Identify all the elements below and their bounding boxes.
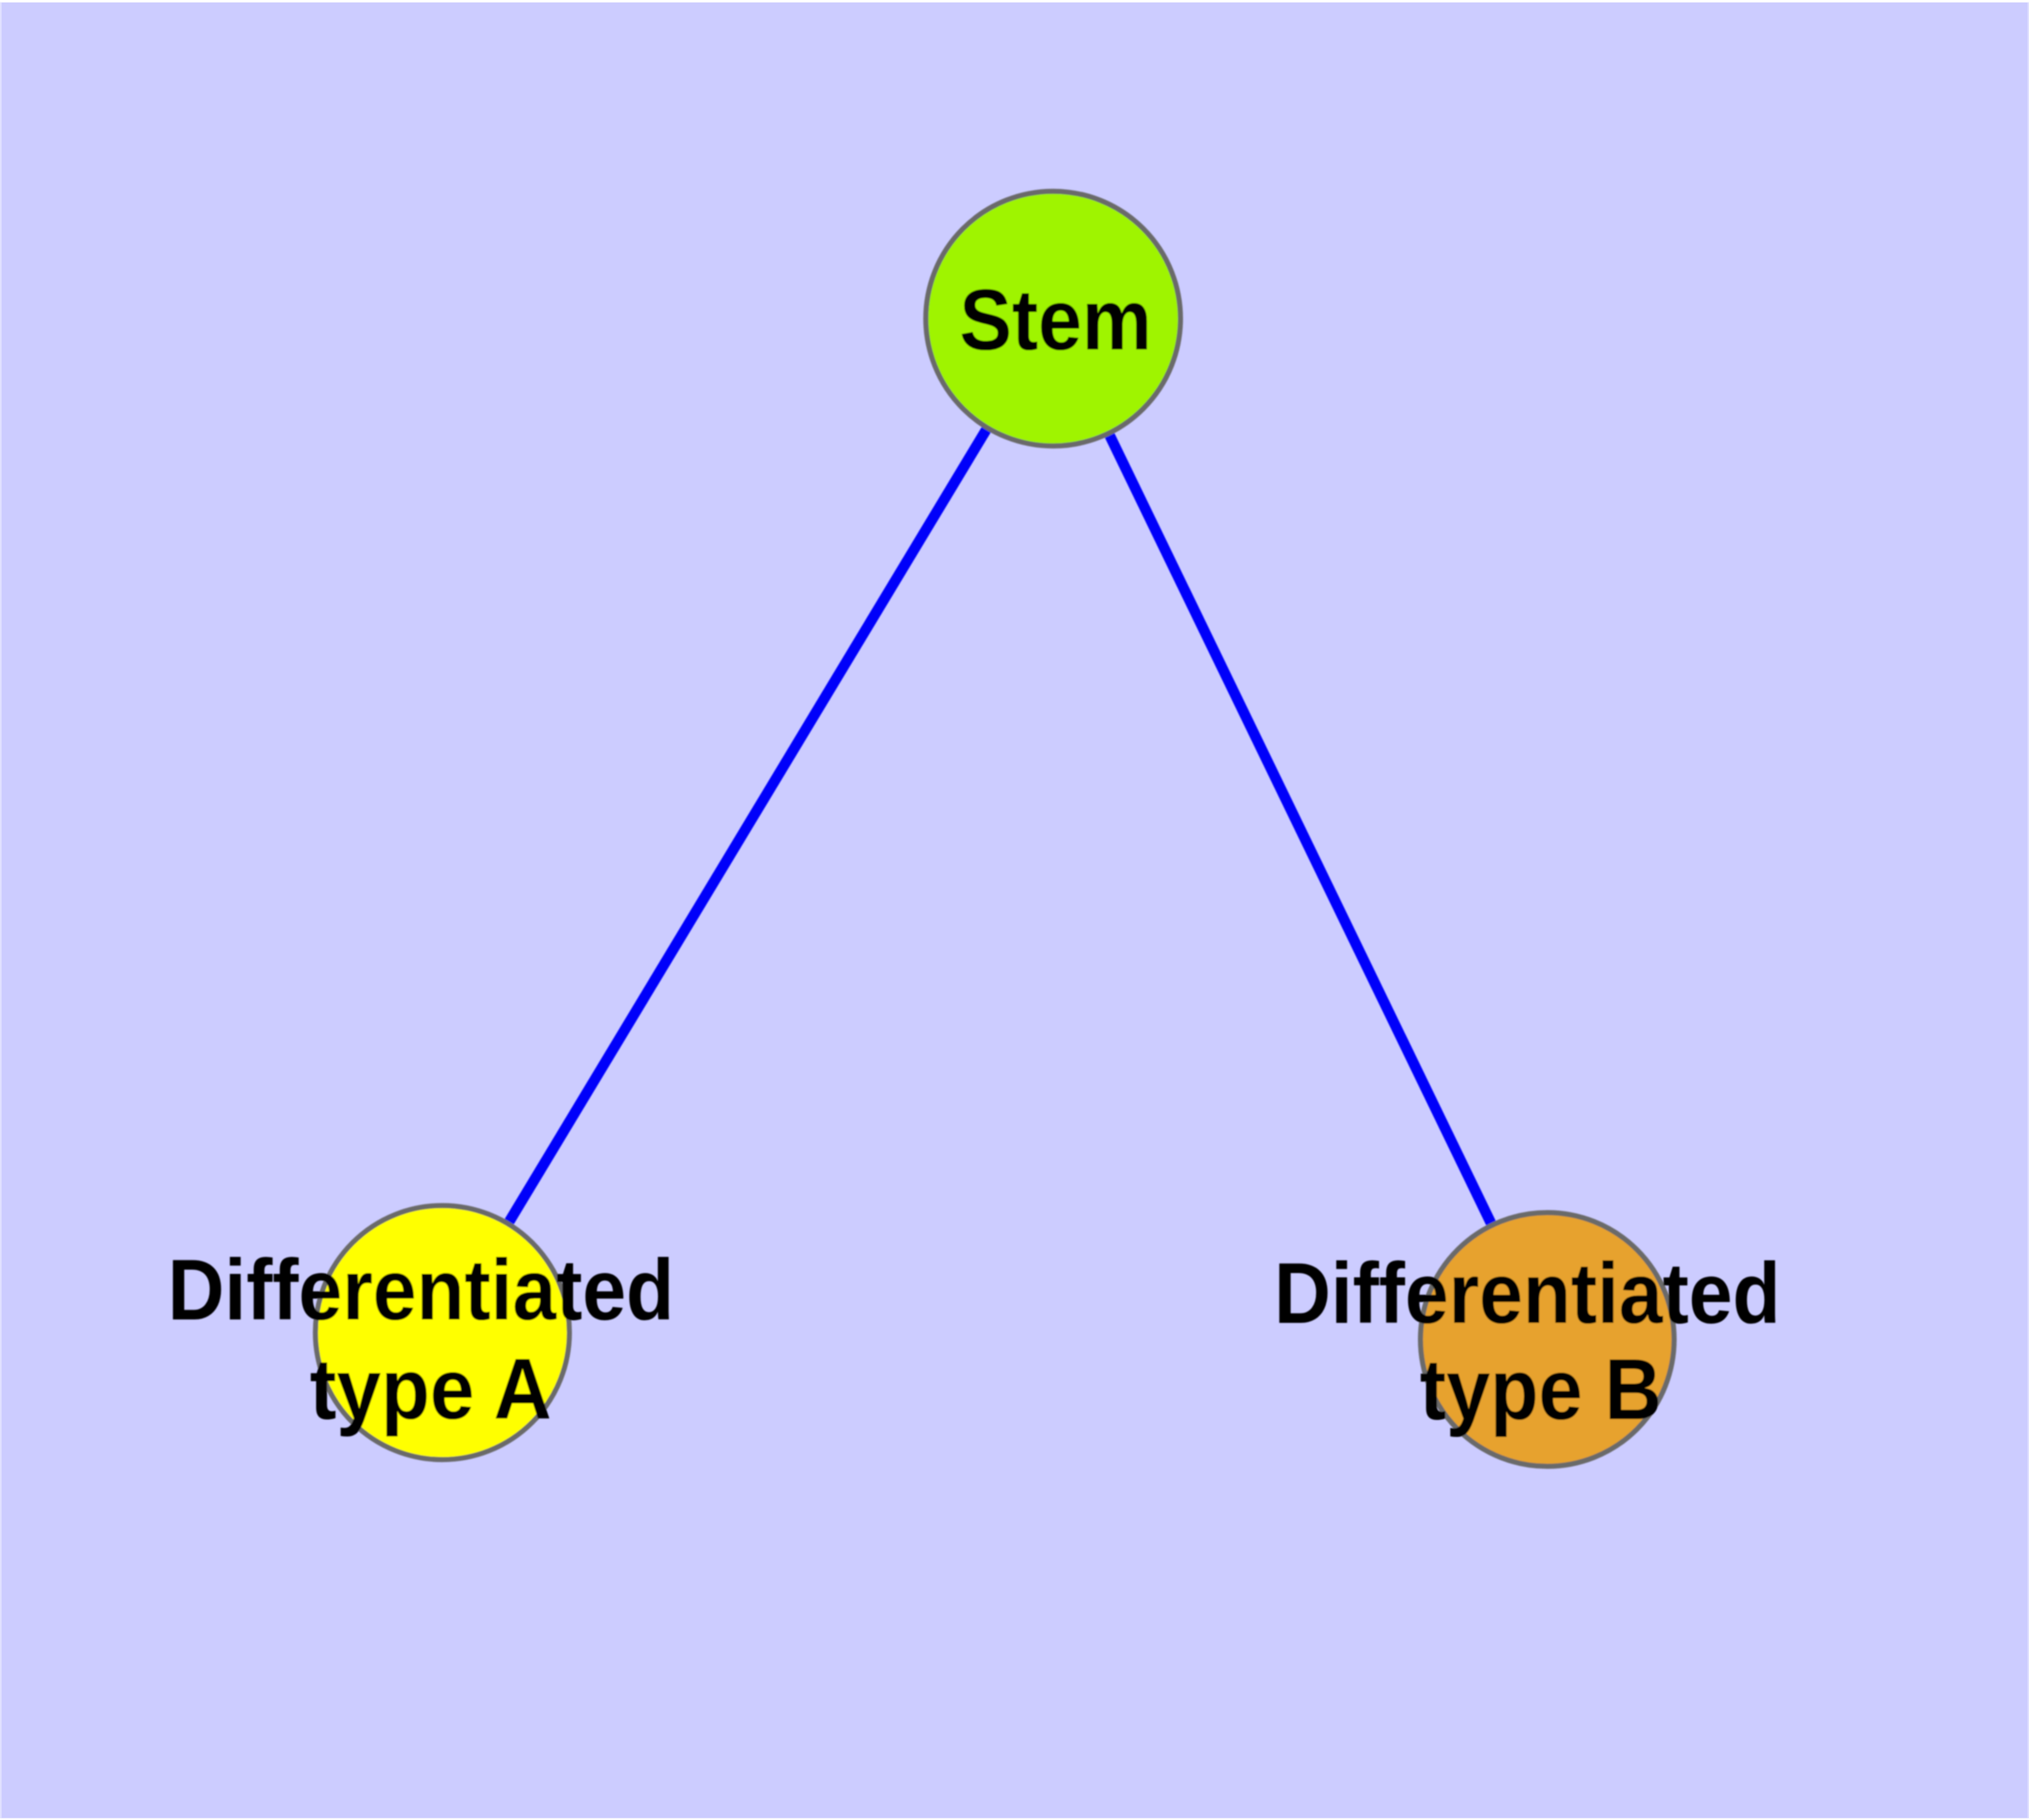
svg-text:Differentiated: Differentiated: [1274, 1246, 1780, 1342]
svg-text:Differentiated: Differentiated: [168, 1243, 674, 1338]
svg-text:type A: type A: [310, 1342, 552, 1438]
svg-text:type B: type B: [1420, 1342, 1661, 1438]
svg-text:Stem: Stem: [959, 273, 1152, 369]
